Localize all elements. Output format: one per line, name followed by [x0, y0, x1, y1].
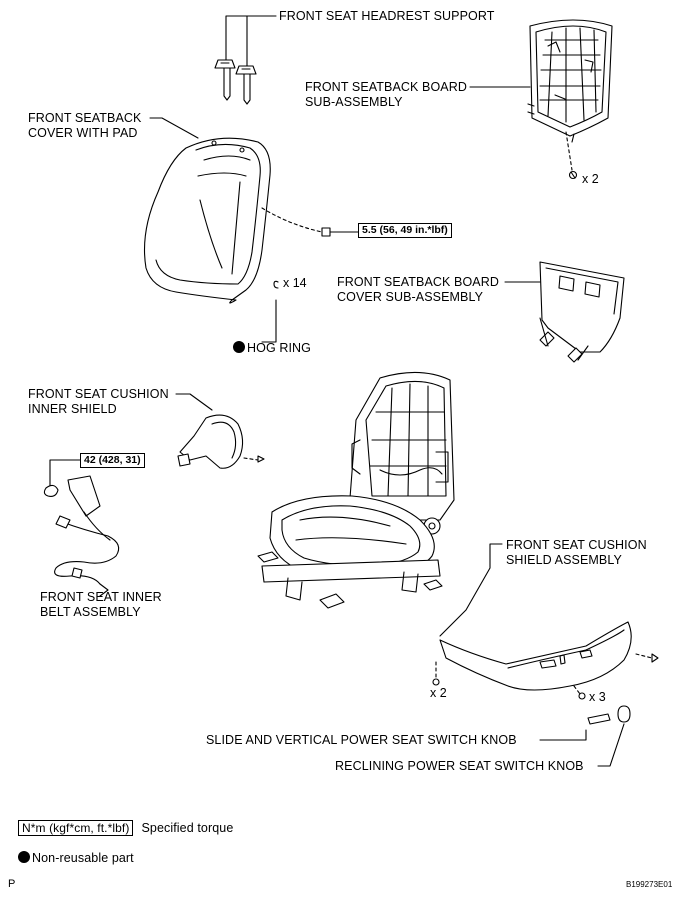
label-reclining-knob: RECLINING POWER SEAT SWITCH KNOB — [335, 759, 584, 773]
seatback-board-drawing — [469, 19, 613, 180]
hog-ring-drawing — [261, 280, 279, 343]
label-line: BELT ASSEMBLY — [40, 605, 141, 619]
cushion-inner-shield-drawing — [175, 393, 265, 469]
label-line: FRONT SEATBACK — [28, 111, 142, 125]
label-slide-knob: SLIDE AND VERTICAL POWER SEAT SWITCH KNO… — [206, 733, 517, 747]
label-seatback-board: FRONT SEATBACK BOARD SUB-ASSEMBLY — [305, 80, 467, 110]
label-hog-ring: HOG RING — [233, 341, 311, 356]
label-line: SUB-ASSEMBLY — [305, 95, 403, 109]
legend-torque-desc: Specified torque — [141, 821, 234, 835]
legend-torque-format: N*m (kgf*cm, ft.*lbf) — [18, 820, 134, 836]
legend-non-reusable-desc: Non-reusable part — [32, 851, 134, 865]
non-reusable-dot-icon — [18, 851, 30, 863]
legend-non-reusable: Non-reusable part — [18, 851, 134, 866]
footer-left-code: P — [8, 878, 16, 890]
label-line: FRONT SEATBACK BOARD — [305, 80, 467, 94]
torque-seatback-nut: 5.5 (56, 49 in.*lbf) — [358, 223, 452, 238]
inner-belt-drawing — [43, 459, 120, 597]
qty-hog-rings: x 14 — [283, 276, 307, 290]
label-line: SHIELD ASSEMBLY — [506, 553, 622, 567]
legend-torque: N*m (kgf*cm, ft.*lbf) Specified torque — [18, 820, 233, 836]
label-text: HOG RING — [247, 341, 311, 355]
label-cushion-inner-shield: FRONT SEAT CUSHION INNER SHIELD — [28, 387, 169, 417]
seatback-cover-drawing — [143, 117, 359, 304]
qty-shield-right: x 3 — [589, 690, 606, 704]
label-line: FRONT SEAT INNER — [40, 590, 162, 604]
headrest-support-drawing — [214, 15, 277, 105]
label-line: COVER WITH PAD — [28, 126, 138, 140]
switch-knobs-drawing — [539, 705, 631, 767]
label-line: FRONT SEATBACK BOARD — [337, 275, 499, 289]
cushion-shield-drawing — [432, 543, 659, 700]
seat-frame-drawing — [257, 371, 455, 609]
label-headrest-support: FRONT SEAT HEADREST SUPPORT — [279, 9, 495, 23]
label-board-cover: FRONT SEATBACK BOARD COVER SUB-ASSEMBLY — [337, 275, 499, 305]
label-line: COVER SUB-ASSEMBLY — [337, 290, 484, 304]
board-cover-drawing — [504, 261, 625, 363]
label-seatback-cover: FRONT SEATBACK COVER WITH PAD — [28, 111, 141, 141]
label-line: FRONT SEAT CUSHION — [506, 538, 647, 552]
label-inner-belt: FRONT SEAT INNER BELT ASSEMBLY — [40, 590, 162, 620]
torque-belt-bolt: 42 (428, 31) — [80, 453, 145, 468]
label-cushion-shield: FRONT SEAT CUSHION SHIELD ASSEMBLY — [506, 538, 647, 568]
label-line: FRONT SEAT CUSHION — [28, 387, 169, 401]
non-reusable-dot-icon — [233, 341, 245, 353]
qty-board-screws: x 2 — [582, 172, 599, 186]
figure-id: B199273E01 — [626, 880, 673, 889]
label-line: INNER SHIELD — [28, 402, 117, 416]
qty-shield-left: x 2 — [430, 686, 447, 700]
